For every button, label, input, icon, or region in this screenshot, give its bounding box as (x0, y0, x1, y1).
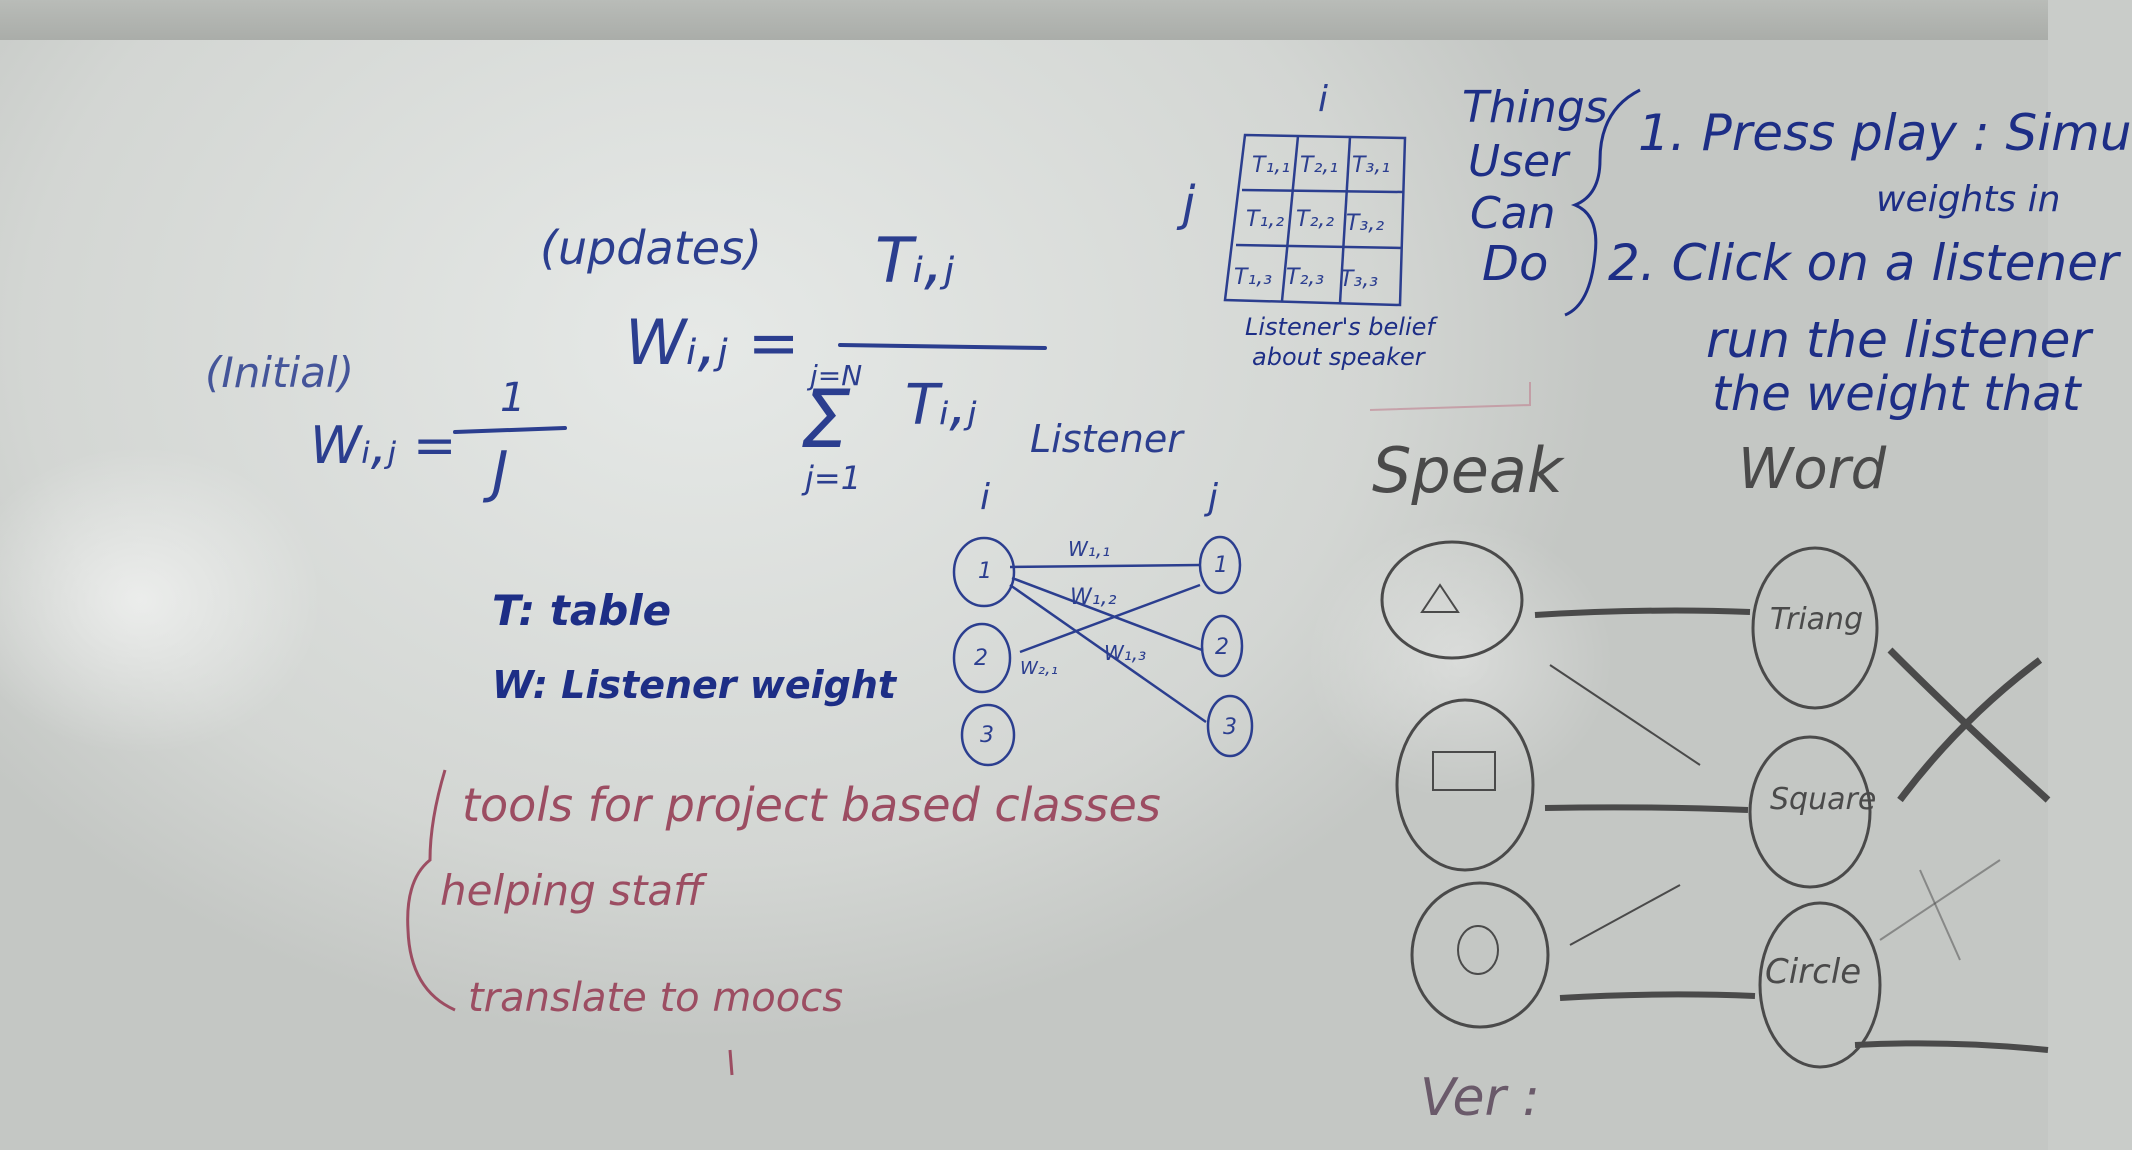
matrix-cell-3-1: T₃,₁ (1352, 153, 1390, 178)
notes-brace (406, 769, 456, 1012)
link-3 (1559, 991, 1756, 1001)
word-label: Word (1738, 437, 1887, 502)
cross-link-2 (1569, 884, 1681, 946)
right-node-3-label: 3 (1223, 715, 1237, 740)
edge-w12-label: W₁,₂ (1070, 585, 1117, 610)
speaker-node-1 (1380, 540, 1524, 660)
listener-label: Listener (1030, 417, 1183, 461)
fraction-bar (838, 343, 1047, 350)
matrix-i-label: i (1318, 79, 1329, 120)
right-node-1-label: 1 (1214, 553, 1228, 578)
note-line-2: helping staff (440, 866, 704, 915)
edge-w11-label: W₁,₁ (1068, 537, 1110, 561)
sum-sigma: Σ (800, 373, 851, 466)
speaker-node-2 (1395, 698, 1535, 872)
sum-lower: j=1 (805, 459, 862, 497)
left-node-3-label: 3 (980, 723, 994, 748)
speak-word-diagram (1380, 540, 2051, 1069)
numerator: Tᵢ,ⱼ (875, 224, 955, 297)
todo-item-1-cont: weights in (1876, 179, 2061, 220)
matrix-cell-1-1: T₁,₁ (1252, 153, 1290, 178)
speaker-square-glyph (1432, 751, 1496, 791)
initial-numerator: 1 (500, 375, 526, 421)
todo-heading-3: Can (1470, 188, 1556, 239)
word-circle-label: Circle (1765, 952, 1862, 992)
todo-item-2-cont-2: the weight that (1712, 366, 2081, 422)
matrix-cell-2-2: T₂,₂ (1296, 207, 1334, 232)
sum-term: Tᵢ,ⱼ (905, 373, 977, 438)
edge-w11 (1009, 563, 1201, 569)
todo-item-2: 2. Click on a listener (1608, 234, 2119, 292)
matrix-cell-3-2: T₃,₂ (1346, 211, 1384, 236)
word-node-circle (1758, 901, 1882, 1069)
word-node-triangle (1751, 546, 1879, 710)
speaker-triangle-glyph (1420, 583, 1460, 613)
left-node-2 (952, 622, 1012, 694)
note-line-3: translate to moocs (468, 975, 844, 1021)
right-node-2 (1200, 614, 1244, 678)
todo-item-2-cont-1: run the listener (1706, 311, 2091, 369)
matrix-cell-1-2: T₁,₂ (1246, 207, 1284, 232)
note-line-1: tools for project based classes (462, 778, 1161, 832)
speaker-circle-glyph (1457, 925, 1499, 975)
version-label: Ver : (1420, 1068, 1540, 1128)
red-tick (728, 1049, 734, 1076)
link-out (1854, 1040, 2049, 1053)
link-2 (1544, 804, 1749, 813)
todo-heading-2: User (1468, 136, 1569, 187)
graph-i-label: i (980, 477, 991, 518)
speak-label: Speak (1372, 434, 1563, 507)
graph-j-label: j (1208, 477, 1219, 518)
matrix-cell-2-1: T₂,₁ (1300, 153, 1338, 178)
initial-weight: Wᵢ,ⱼ = (310, 416, 457, 476)
matrix-caption-2: about speaker (1252, 343, 1425, 371)
word-square-label: Square (1770, 782, 1877, 817)
right-node-3 (1206, 694, 1254, 758)
weight-lhs: Wᵢ,ⱼ = (625, 306, 800, 379)
edge-w21-label: W₂,₁ (1020, 658, 1058, 679)
word-node-square (1748, 735, 1872, 889)
belief-matrix (1223, 133, 1407, 307)
right-node-1 (1198, 535, 1242, 595)
link-1 (1534, 607, 1751, 618)
cross-link-1 (1549, 664, 1701, 766)
todo-heading-1: Things (1462, 82, 1608, 133)
edge-w13-label: W₁,₃ (1104, 641, 1146, 665)
todo-item-1: 1. Press play : Simu (1638, 104, 2132, 162)
whiteboard-drawing: 1 2 3 1 2 3 W₁,₁ W₁,₂ W₁,₃ W₂,₁ T₁,₁ T₂,… (406, 88, 2051, 1076)
edge-w12 (1011, 576, 1203, 652)
initial-label: (Initial) (205, 348, 354, 397)
speaker-node-3 (1410, 881, 1550, 1029)
faint-stroke-1 (1879, 859, 2001, 941)
matrix-cell-2-3: T₂,₃ (1286, 265, 1324, 290)
word-triangle-label: Triang (1770, 602, 1864, 637)
sum-upper: j=N (810, 359, 863, 392)
updates-label: (updates) (540, 221, 762, 275)
left-node-2-label: 2 (974, 646, 988, 671)
matrix-cell-1-3: T₁,₃ (1234, 265, 1272, 290)
left-node-1-label: 1 (978, 559, 992, 584)
edge-w21 (1019, 583, 1201, 654)
initial-fraction-bar (453, 426, 567, 434)
red-corner (1369, 382, 1531, 411)
weight-definition: W: Listener weight (492, 663, 897, 707)
faint-stroke-2 (1919, 869, 1961, 961)
todo-brace (1564, 88, 1641, 317)
left-node-3 (960, 703, 1016, 767)
edge-w13 (1009, 583, 1207, 724)
initial-denominator: J (492, 440, 509, 505)
table-definition: T: table (492, 586, 672, 635)
listener-graph (952, 535, 1254, 767)
left-node-1 (952, 536, 1016, 608)
matrix-cell-3-3: T₃,₃ (1340, 267, 1378, 292)
right-node-2-label: 2 (1215, 635, 1229, 660)
matrix-j-label: j (1182, 176, 1196, 232)
cross-mark-2 (1897, 657, 2043, 803)
todo-heading-4: Do (1482, 236, 1549, 292)
matrix-caption-1: Listener's belief (1245, 313, 1435, 341)
